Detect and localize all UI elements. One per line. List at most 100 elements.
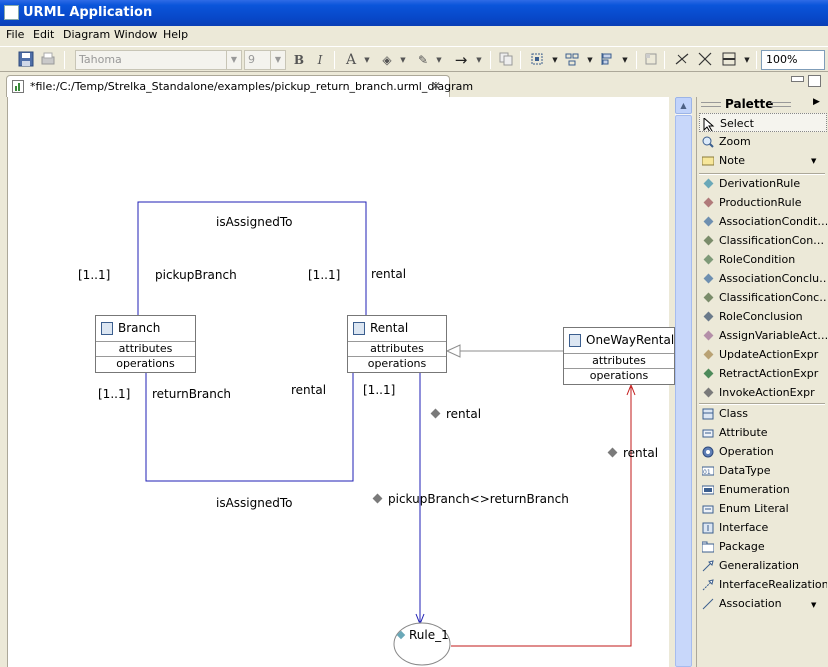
rule-variable-label[interactable]: rental [430,407,481,421]
palette-item-generalization[interactable]: Generalization [699,556,827,575]
palette-item-attribute[interactable]: Attribute [699,423,827,442]
palette-divider [699,403,825,405]
menu-diagram[interactable]: Diagram [63,28,111,41]
menu-help[interactable]: Help [163,28,189,41]
chevron-down-icon[interactable]: ▼ [622,56,628,64]
palette-item-association-conclusion[interactable]: AssociationConclu… [699,269,827,288]
palette-item-interface[interactable]: Interface [699,518,827,537]
palette-item-operation[interactable]: Operation [699,442,827,461]
association-name-label[interactable]: isAssignedTo [216,496,293,510]
operations-compartment[interactable]: operations [367,357,427,370]
font-size-combo[interactable]: 9 ▼ [244,50,286,70]
palette-tool-note[interactable]: Note [699,151,827,170]
line-width-icon[interactable] [720,51,738,69]
scroll-up-button[interactable]: ▲ [675,97,692,114]
rule-node[interactable]: Rule_1 [396,628,449,642]
fill-color-icon[interactable]: ◈ [382,53,392,67]
scroll-thumb[interactable] [675,115,692,667]
palette-item-classification-conclusion[interactable]: ClassificationConc… [699,288,827,307]
vertical-scrollbar[interactable]: ▲ [675,97,692,667]
multiplicity-label[interactable]: [1..1] [363,383,396,397]
menu-edit[interactable]: Edit [33,28,55,41]
minimize-icon[interactable] [791,76,804,82]
chevron-down-icon: ▼ [270,51,285,69]
multiplicity-label[interactable]: [1..1] [78,268,111,282]
palette-tool-select[interactable]: Select [699,113,827,132]
chevron-down-icon[interactable]: ▼ [744,56,750,64]
palette-tool-zoom[interactable]: Zoom [699,132,827,151]
association-name-label[interactable]: isAssignedTo [216,215,293,229]
menu-window[interactable]: Window [114,28,158,41]
chevron-down-icon[interactable]: ▼ [436,56,442,64]
role-label[interactable]: pickupBranch [155,268,237,282]
palette-item-derivation-rule[interactable]: DerivationRule [699,174,827,193]
chevron-down-icon[interactable]: ▼ [811,157,817,165]
role-label[interactable]: returnBranch [152,387,232,401]
multiplicity-label[interactable]: [1..1] [308,268,341,282]
palette-item-enum-literal[interactable]: Enum Literal [699,499,827,518]
class-branch[interactable]: Branch attributes operations [95,315,196,373]
attributes-compartment[interactable]: attributes [564,354,674,369]
multiplicity-label[interactable]: [1..1] [98,387,131,401]
font-name-combo[interactable]: Tahoma ▼ [75,50,242,70]
palette-item-assign-variable-action[interactable]: AssignVariableAct… [699,326,827,345]
palette-header[interactable]: Palette ▶ [697,97,828,113]
arrange-icon[interactable] [563,51,581,69]
palette-item-retract-action-expr[interactable]: RetractActionExpr [699,364,827,383]
palette-item-class[interactable]: Class [699,404,827,423]
router-icon[interactable] [673,51,691,69]
diagram-canvas[interactable]: Branch attributes operations Rental attr… [7,97,675,667]
palette-item-enumeration[interactable]: Enumeration [699,480,827,499]
font-color-icon[interactable]: A [345,52,357,68]
line-color-icon[interactable]: ✎ [417,53,429,67]
print-icon[interactable] [39,51,57,69]
rule-variable-label[interactable]: rental [607,446,658,460]
attributes-compartment[interactable]: attributes [96,342,195,357]
chevron-down-icon[interactable]: ▼ [400,56,406,64]
role-label[interactable]: rental [371,267,407,281]
palette-item-datatype[interactable]: 01 DataType [701,464,771,477]
chevron-down-icon[interactable]: ▼ [552,56,558,64]
tab-diagram-editor[interactable]: *file:/C:/Temp/Strelka_Standalone/exampl… [6,75,473,97]
attribute-icon [702,427,714,439]
class-name: Rental [370,321,409,335]
chevron-down-icon[interactable]: ▼ [364,56,370,64]
bold-icon[interactable]: B [293,53,305,67]
operations-compartment[interactable]: operations [589,369,649,382]
palette-item-role-condition[interactable]: RoleCondition [699,250,827,269]
attributes-compartment[interactable]: attributes [348,342,446,357]
role-label[interactable]: rental [291,383,327,397]
palette-item-production-rule[interactable]: ProductionRule [699,193,827,212]
maximize-icon[interactable] [808,75,821,87]
palette-item-update-action-expr[interactable]: UpdateActionExpr [699,345,827,364]
expand-arrow-icon[interactable]: ▶ [813,97,820,107]
align-icon[interactable] [598,51,616,69]
copy-appearance-icon[interactable] [497,51,515,69]
italic-icon[interactable]: I [317,53,323,67]
palette-item-interface-realization[interactable]: InterfaceRealization [699,575,827,594]
operations-compartment[interactable]: operations [116,357,175,370]
class-oneway-rental[interactable]: OneWayRental attributes operations [563,327,675,385]
auto-size-icon[interactable] [642,51,660,69]
palette-item-role-conclusion[interactable]: RoleConclusion [699,307,827,326]
save-icon[interactable] [17,51,35,69]
font-name-value: Tahoma [79,53,122,66]
rectilinear-router-icon[interactable] [696,51,714,69]
rule-condition-label[interactable]: pickupBranch<>returnBranch [372,492,569,506]
palette-item-invoke-action-expr[interactable]: InvokeActionExpr [699,383,827,402]
palette-item-classification-condition[interactable]: ClassificationCon… [699,231,827,250]
zoom-combo[interactable]: 100% [761,50,825,70]
class-rental[interactable]: Rental attributes operations [347,315,447,373]
chevron-down-icon[interactable]: ▼ [811,601,817,609]
palette-item-package[interactable]: Package [699,537,827,556]
menu-file[interactable]: File [6,28,25,41]
close-icon[interactable]: ✕ [431,79,442,93]
chevron-down-icon[interactable]: ▼ [587,56,593,64]
select-all-icon[interactable] [528,51,546,69]
role-condition-icon [703,254,714,265]
line-style-arrow-icon[interactable]: → [454,51,468,69]
chevron-down-icon[interactable]: ▼ [476,56,482,64]
rule-output-arrowhead [626,383,636,396]
palette-item-association[interactable]: Association [699,594,827,613]
palette-item-association-condition[interactable]: AssociationCondit… [699,212,827,231]
